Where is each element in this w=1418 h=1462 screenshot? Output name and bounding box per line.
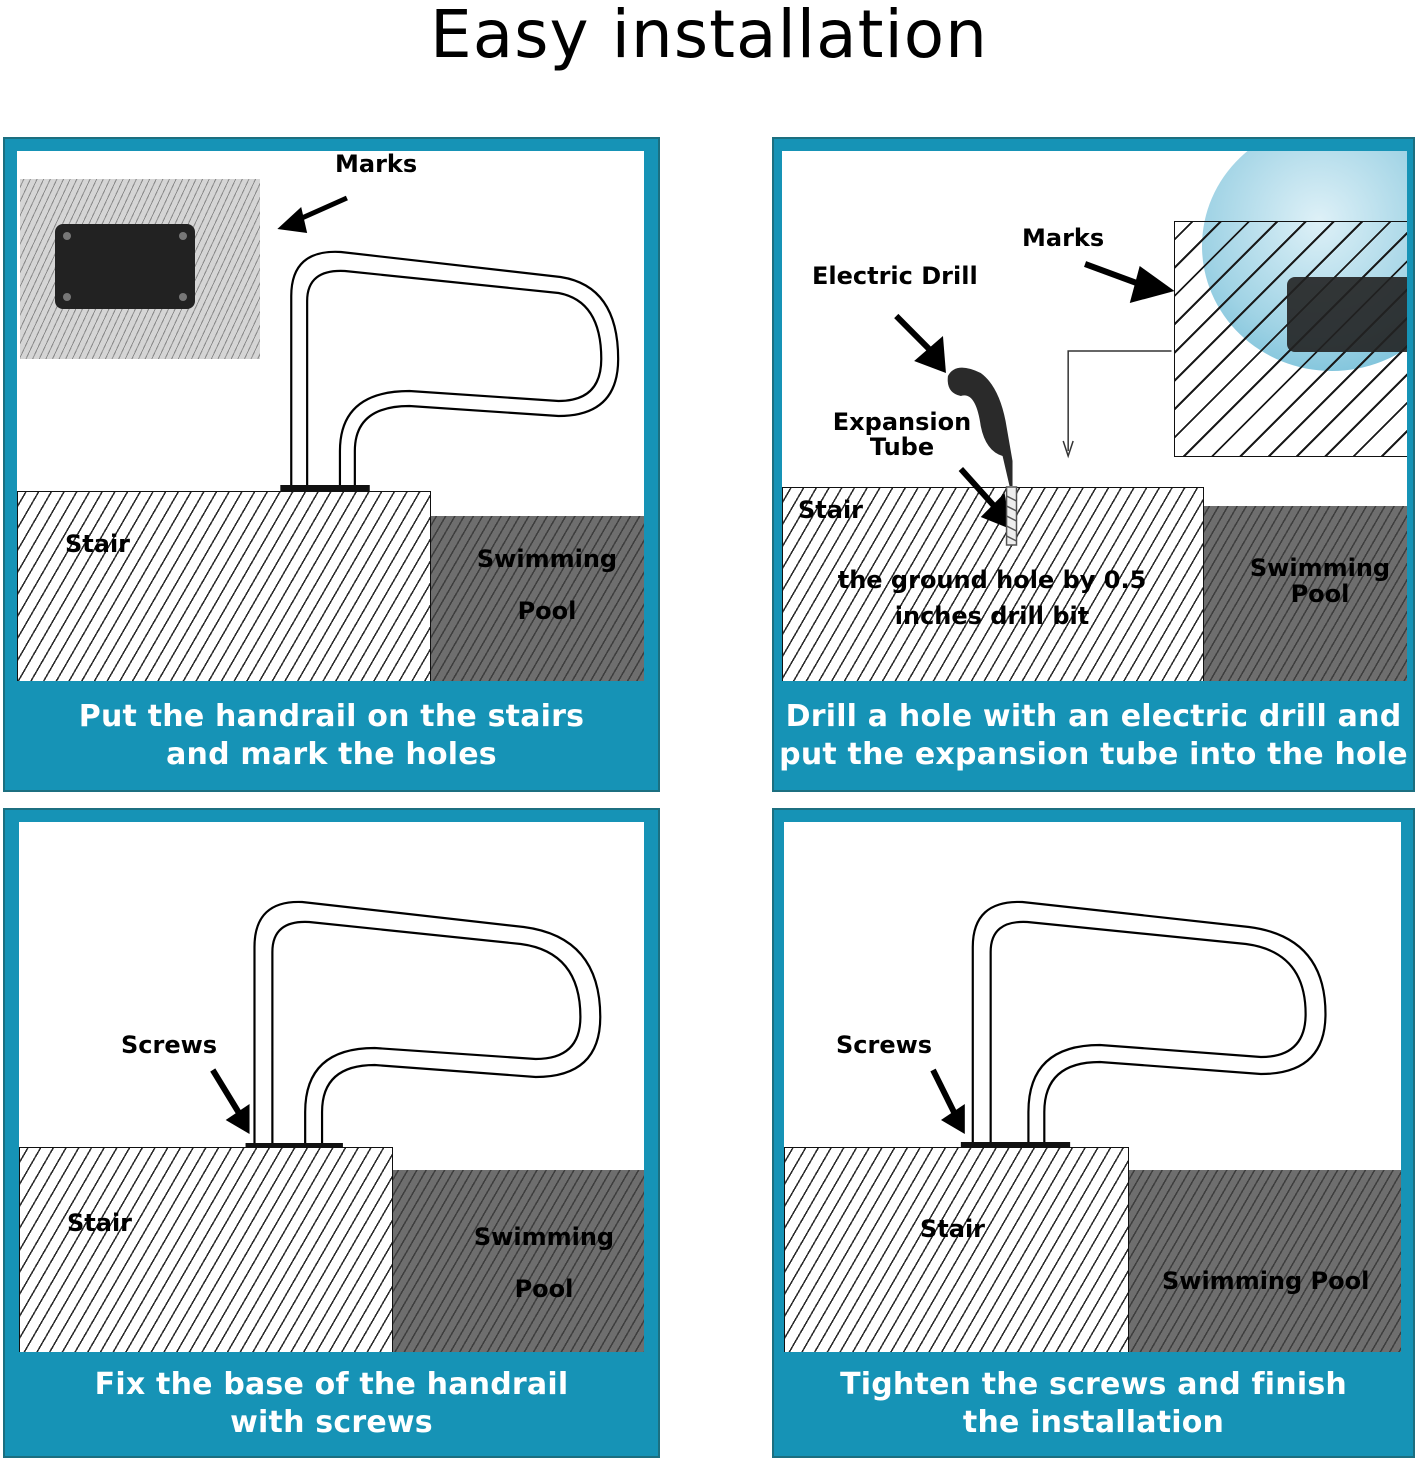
stair-block	[17, 491, 431, 681]
drill-icon	[947, 367, 1013, 486]
step-4-illustration: Screws Stair Swimming Pool	[784, 822, 1401, 1352]
arrow-icon	[1084, 261, 1175, 303]
arrow-icon	[930, 1068, 965, 1134]
expansion-tube-icon	[1005, 486, 1018, 546]
marks-label: Marks	[1022, 224, 1105, 252]
stair-label: Stair	[798, 496, 864, 524]
step-4-panel: Screws Stair Swimming Pool Tighten the s…	[772, 808, 1415, 1458]
arrow-icon	[958, 466, 1011, 529]
page-title: Easy installation	[430, 0, 988, 73]
pool-label-line1: Swimming	[1249, 554, 1391, 582]
step-3-caption: Fix the base of the handrail with screws	[5, 1366, 658, 1442]
stair-label: Stair	[920, 1215, 986, 1243]
arrow-icon	[277, 195, 348, 233]
screws-label: Screws	[836, 1031, 933, 1059]
step-1-caption-line1: Put the handrail on the stairs	[78, 699, 585, 734]
pool-label-line1: Swimming	[476, 545, 618, 573]
step-1-caption: Put the handrail on the stairs and mark …	[5, 698, 658, 774]
pool-label-line2: Pool	[517, 597, 577, 625]
marks-plate-icon	[1287, 277, 1407, 352]
step-2-illustration: Marks Electric Drill Expansion Tube Stai…	[782, 151, 1407, 681]
stair-block	[782, 487, 1204, 681]
step-2-caption-line1: Drill a hole with an electric drill and	[785, 699, 1402, 734]
step-3-panel: Screws Stair Swimming Pool Fix the base …	[3, 808, 660, 1458]
pool-label-line1: Swimming	[473, 1223, 615, 1251]
step-2-panel: Marks Electric Drill Expansion Tube Stai…	[772, 137, 1415, 792]
step-3-caption-line2: with screws	[230, 1405, 433, 1440]
stair-label: Stair	[67, 1209, 133, 1237]
step-3-caption-line1: Fix the base of the handrail	[94, 1367, 569, 1402]
marks-texture	[20, 179, 260, 359]
pool-label-line2: Pool	[514, 1275, 574, 1303]
pool-block	[1204, 506, 1407, 681]
pool-label: Swimming Pool	[1162, 1267, 1370, 1295]
screws-label: Screws	[121, 1031, 218, 1059]
pool-block	[393, 1170, 644, 1352]
handrail-icon	[280, 250, 620, 491]
expansion-tube-label-line2: Tube	[869, 433, 935, 461]
stair-block	[784, 1147, 1129, 1352]
step-2-caption-line2: put the expansion tube into the hole	[779, 737, 1408, 772]
pool-block	[1129, 1170, 1401, 1352]
step-4-caption: Tighten the screws and finish the instal…	[774, 1366, 1413, 1442]
step-4-caption-line2: the installation	[962, 1405, 1225, 1440]
step-4-caption-line1: Tighten the screws and finish	[840, 1367, 1347, 1402]
marks-label: Marks	[335, 151, 418, 178]
handrail-icon	[960, 900, 1327, 1147]
arrow-icon	[894, 313, 946, 373]
electric-drill-label: Electric Drill	[812, 262, 978, 290]
guide-arrow-icon	[1062, 350, 1172, 459]
step-2-caption: Drill a hole with an electric drill and …	[774, 698, 1413, 774]
stair-label: Stair	[65, 530, 131, 558]
stair-block	[19, 1147, 393, 1352]
step-1-caption-line2: and mark the holes	[166, 737, 497, 772]
expansion-tube-label-line1: Expansion	[832, 408, 972, 436]
hole-note-line1: the ground hole by 0.5	[837, 566, 1147, 594]
marks-plate-icon	[55, 224, 195, 309]
pool-block	[431, 516, 644, 681]
step-1-illustration: Marks Stair Swimming Pool	[17, 151, 644, 681]
arrow-icon	[210, 1068, 250, 1134]
step-1-panel: Marks Stair Swimming Pool Put the handra…	[3, 137, 660, 792]
handrail-icon	[245, 900, 602, 1148]
hole-note-line2: inches drill bit	[894, 602, 1090, 630]
step-3-illustration: Screws Stair Swimming Pool	[19, 822, 644, 1352]
pool-label-line2: Pool	[1290, 580, 1350, 608]
